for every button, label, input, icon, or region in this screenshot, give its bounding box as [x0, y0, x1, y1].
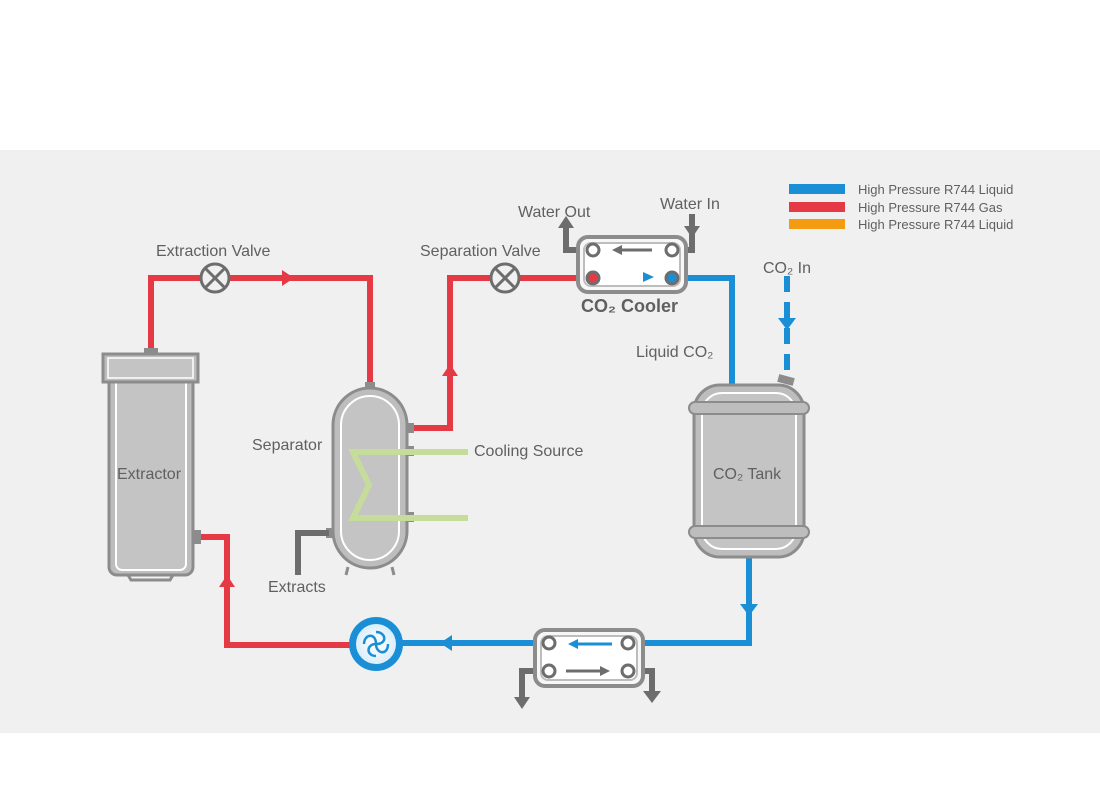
co2-cooler-label: CO₂ Cooler	[581, 296, 678, 316]
valve-icon	[489, 262, 521, 294]
valve-icon	[199, 262, 231, 294]
water-out-label: Water Out	[518, 204, 591, 221]
legend-swatch-liquid	[789, 184, 845, 194]
subcooler	[514, 628, 661, 709]
extracts-label: Extracts	[268, 579, 326, 596]
legend-label-liquid: High Pressure R744 Liquid	[858, 182, 1013, 197]
co2-tank-label: CO₂ Tank	[713, 466, 782, 483]
flow-arrow-icon	[440, 635, 452, 651]
separator-label: Separator	[252, 437, 323, 454]
flow-arrow-icon	[442, 364, 458, 376]
liquid-co2-label: Liquid CO₂	[636, 344, 713, 361]
flow-arrow-icon	[684, 226, 700, 238]
pipe-pump-to-extractor	[200, 534, 350, 648]
legend: High Pressure R744 Liquid High Pressure …	[789, 182, 1013, 232]
water-in-label: Water In	[660, 196, 720, 213]
flow-arrow-icon	[778, 318, 796, 330]
pipe-extracts	[295, 530, 329, 575]
legend-label-gas: High Pressure R744 Gas	[858, 200, 1003, 215]
pipe-separator-to-cooler	[412, 275, 592, 431]
liquid-pipes	[402, 275, 796, 651]
legend-swatch-gas	[789, 202, 845, 212]
separation-valve-label: Separation Valve	[420, 243, 541, 260]
pipe-extractor-to-separator	[148, 275, 373, 388]
legend-swatch-liquid-alt	[789, 219, 845, 229]
legend-label-liquid-alt: High Pressure R744 Liquid	[858, 217, 1013, 232]
co2-in-label: CO₂ In	[763, 260, 811, 277]
separator-vessel	[326, 382, 414, 576]
flow-arrow-icon	[219, 575, 235, 587]
pipe-tank-to-pump	[402, 557, 752, 646]
gas-pipes	[148, 270, 592, 648]
flow-arrow-icon	[643, 691, 661, 703]
cooling-source-label: Cooling Source	[474, 443, 584, 460]
pipe-cooler-to-tank	[670, 275, 735, 385]
extraction-valve-label: Extraction Valve	[156, 243, 271, 260]
extractor-vessel	[101, 348, 201, 582]
flow-arrow-icon	[740, 604, 758, 616]
pump-icon	[349, 617, 403, 671]
co2-tank	[688, 374, 810, 559]
flow-arrow-icon	[514, 697, 530, 709]
flow-arrow-icon	[558, 216, 574, 228]
flow-arrow-icon	[282, 270, 294, 286]
extractor-label: Extractor	[117, 466, 182, 483]
cooling-coil-inside	[348, 449, 468, 521]
co2-cooler	[558, 214, 700, 294]
